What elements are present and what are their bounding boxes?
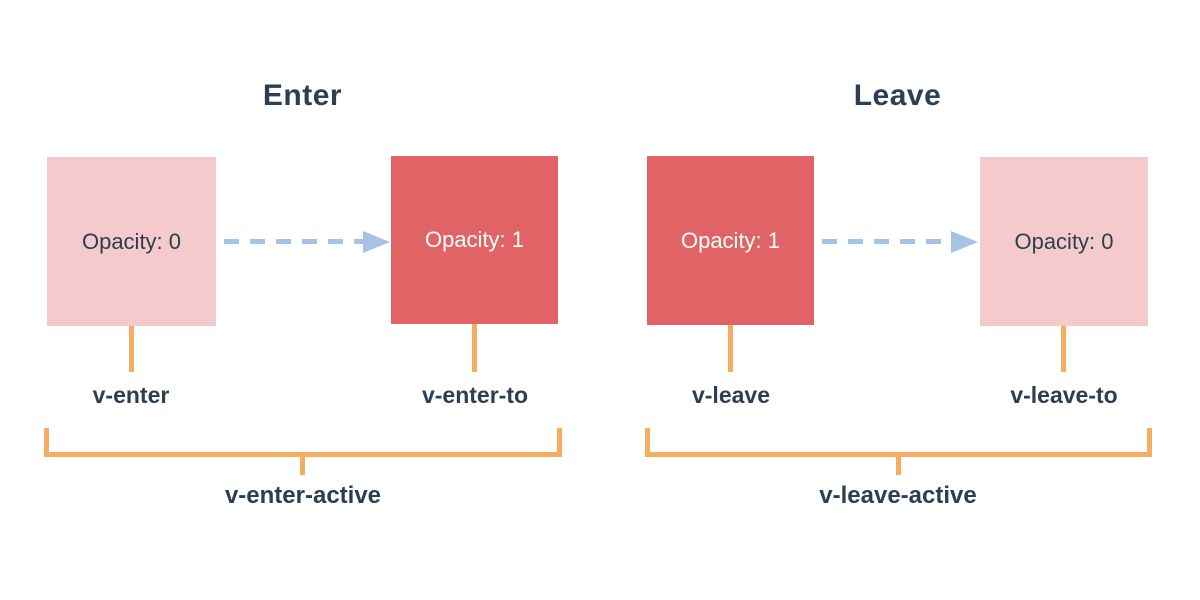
enter-from-box: Opacity: 0 <box>47 157 216 326</box>
leave-to-class-label: v-leave-to <box>1010 382 1118 408</box>
leave-from-box-label: Opacity: 1 <box>680 227 781 253</box>
leave-bracket-left-tick <box>645 428 650 457</box>
enter-bracket-left-tick <box>44 428 49 457</box>
leave-bracket-line <box>645 452 1152 457</box>
leave-from-box: Opacity: 1 <box>647 156 814 325</box>
leave-to-connector-line <box>1061 326 1066 372</box>
enter-arrow-head-icon <box>363 231 390 253</box>
leave-bracket-center-stem <box>896 457 901 475</box>
enter-to-connector-line <box>472 324 477 372</box>
enter-bracket-right-tick <box>557 428 562 457</box>
leave-bracket-right-tick <box>1147 428 1152 457</box>
enter-transition-arrow-line <box>224 239 363 244</box>
enter-section-title: Enter <box>262 79 343 112</box>
leave-active-class-label: v-leave-active <box>819 482 977 509</box>
enter-bracket-center-stem <box>300 457 305 475</box>
leave-transition-arrow-line <box>822 239 951 244</box>
enter-from-box-label: Opacity: 0 <box>81 228 182 254</box>
enter-from-class-label: v-enter <box>92 382 170 408</box>
enter-bracket-line <box>44 452 562 457</box>
enter-active-class-label: v-enter-active <box>224 482 382 509</box>
leave-from-class-label: v-leave <box>691 382 770 408</box>
enter-to-class-label: v-enter-to <box>421 382 529 408</box>
enter-to-box: Opacity: 1 <box>391 156 558 324</box>
enter-to-box-label: Opacity: 1 <box>424 227 525 252</box>
leave-to-box: Opacity: 0 <box>980 157 1148 326</box>
leave-section-title: Leave <box>853 79 942 112</box>
leave-from-connector-line <box>728 325 733 372</box>
leave-to-box-label: Opacity: 0 <box>1014 228 1114 254</box>
enter-from-connector-line <box>129 326 134 372</box>
leave-arrow-head-icon <box>951 231 978 253</box>
